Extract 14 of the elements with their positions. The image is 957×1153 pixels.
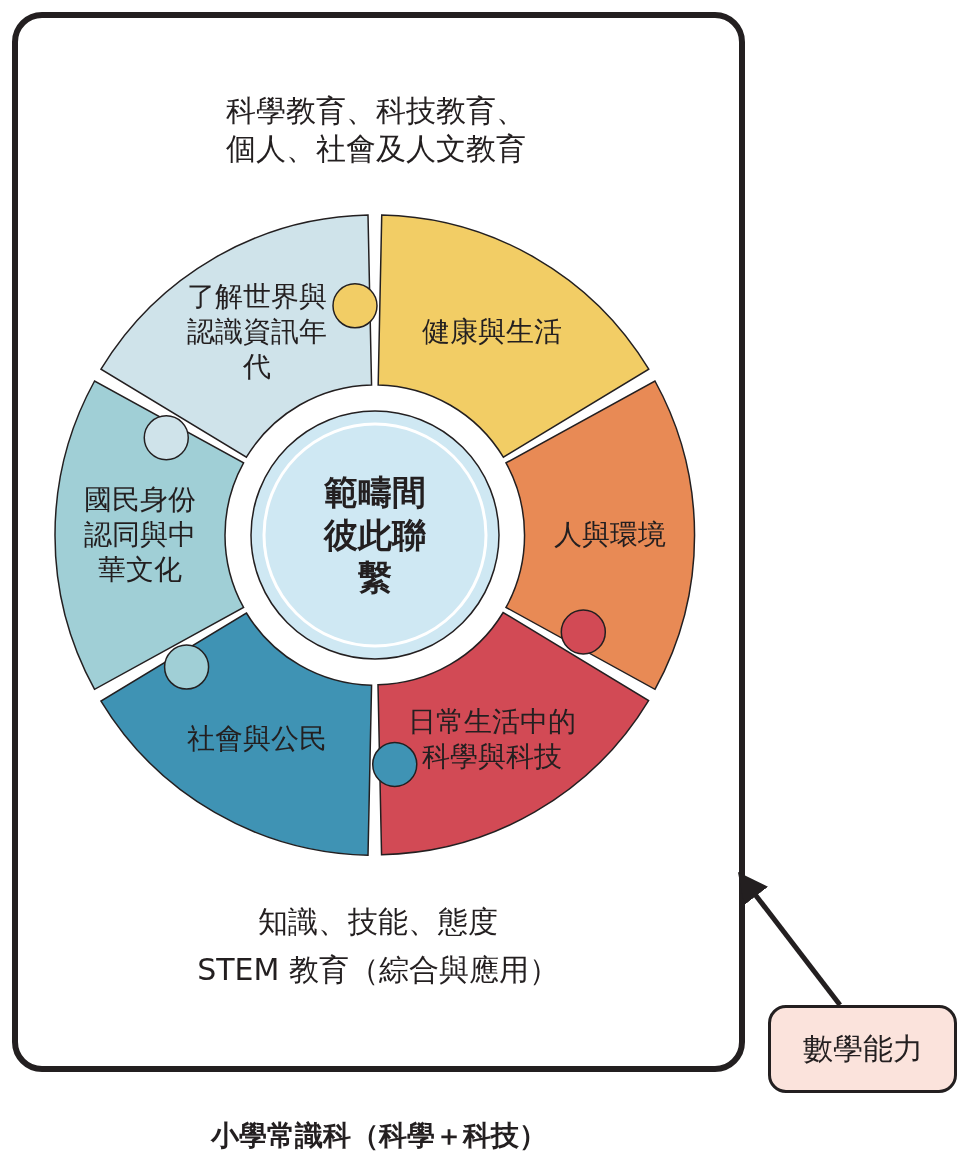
frame-text: 科學教育、科技教育、個人、社會及人文教育 [224,92,527,167]
piece-label: 國民身份認同與中華文化 [83,482,197,588]
piece-label: 日常生活中的科學與科技 [407,703,578,774]
label-box: 數學能力 [768,1005,957,1093]
center-label: 範疇間彼此聯繫 [322,471,427,599]
piece-label: 了解世界與認識資訊年代 [186,278,329,384]
piece-label: 社會與公民 [186,721,329,756]
caption: 小學常識科（科學＋科技） [209,1118,548,1153]
piece-label: 健康與生活 [421,313,564,349]
arrow [737,872,842,1007]
frame-text: STEM 教育（綜合與應用） [196,951,560,989]
frame-text: 知識、技能、態度 [257,903,499,941]
piece-label: 人與環境 [553,517,667,553]
frame-box [12,12,745,1072]
